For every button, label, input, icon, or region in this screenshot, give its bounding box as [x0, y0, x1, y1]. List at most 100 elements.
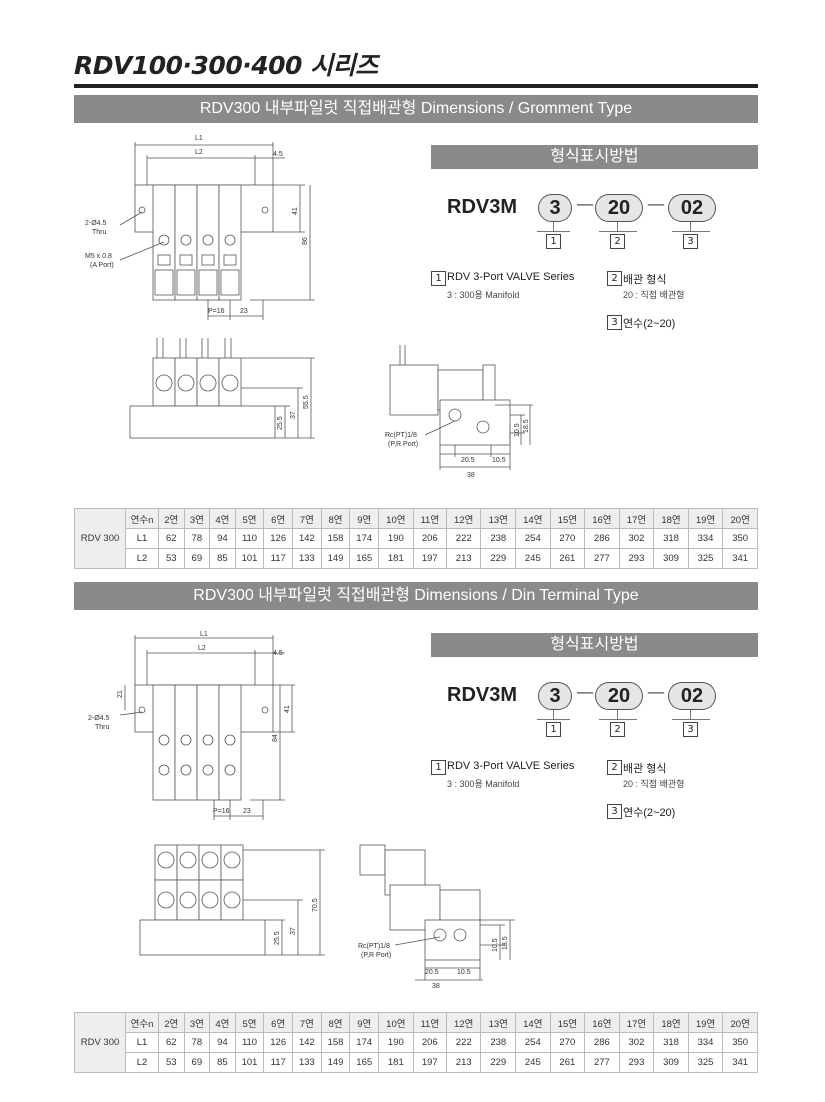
table-cell: 293: [618, 1052, 655, 1073]
dim-4.5: 4.5: [273, 650, 283, 657]
table-cell: 197: [412, 548, 447, 569]
table-col-header: 2연: [158, 508, 185, 529]
table-col-header: 4연: [209, 1012, 236, 1033]
table-cell: 334: [687, 1032, 724, 1053]
desc1-title: RDV 3-Port VALVE Series: [447, 271, 575, 283]
section-banner-din: RDV300 내부파일럿 직접배관형 Dimensions / Din Term…: [74, 582, 758, 610]
table-col-header: 3연: [183, 508, 211, 529]
table-cell: 309: [653, 1052, 689, 1073]
table-col-header: 18연: [653, 508, 689, 529]
desc3-title: 연수(2~20): [623, 318, 676, 330]
code-dash: —: [647, 682, 665, 703]
code-num-3: 3: [683, 722, 698, 737]
dim-L1: L1: [195, 135, 203, 142]
code-header: 형식표시방법: [431, 145, 758, 169]
table-cell: 277: [584, 548, 620, 569]
table-col-header: 10연: [378, 508, 414, 529]
table-col-header: 5연: [234, 508, 265, 529]
table-cell: 245: [515, 1052, 551, 1073]
code-num-1: 1: [546, 234, 561, 249]
desc-num-3: 3: [607, 804, 622, 819]
code-pill-3: 02: [668, 682, 716, 710]
title-rule: [74, 84, 758, 88]
page-title: RDV100·300·400 시리즈: [74, 51, 378, 80]
dim-hole: 2-Ø4.5: [88, 715, 110, 722]
code-num-3: 3: [683, 234, 698, 249]
dim-86: 86: [302, 237, 309, 245]
dim-10.5-v: 10.5: [492, 938, 499, 952]
table-col-header: 14연: [515, 508, 551, 529]
table-row-label: L2: [125, 1052, 159, 1073]
dim-84: 84: [272, 734, 279, 742]
section-banner-gromment: RDV300 내부파일럿 직접배관형 Dimensions / Gromment…: [74, 95, 758, 123]
table-cell: 94: [209, 528, 236, 549]
table-col-header: 9연: [349, 508, 380, 529]
table-col-header: 12연: [445, 508, 482, 529]
dim-38: 38: [467, 472, 475, 479]
din-side-view-drawing: Rc(PT)1/8 (P,R Port) 20.5 10.5 38 10.5 1…: [358, 844, 515, 990]
table-col-header: 13연: [480, 508, 517, 529]
desc3-title: 연수(2~20): [623, 807, 676, 819]
code-pill-2: 20: [595, 682, 643, 710]
table-cell: 190: [378, 1032, 414, 1053]
table-header-label: 연수n: [125, 508, 159, 529]
table-col-header: 17연: [618, 508, 655, 529]
table-col-header: 19연: [687, 1012, 724, 1033]
code-pill-2: 20: [595, 194, 643, 222]
table-cell: 181: [378, 1052, 414, 1073]
dim-p16: P=16: [213, 808, 230, 815]
desc-num-2: 2: [607, 271, 622, 286]
table-cell: 149: [320, 1052, 351, 1073]
dim-p16: P=16: [208, 308, 225, 315]
table-cell: 229: [480, 548, 517, 569]
table-col-header: 11연: [412, 1012, 447, 1033]
table-cell: 181: [378, 548, 414, 569]
dim-41: 41: [292, 207, 299, 215]
model-code: RDV3M: [447, 684, 518, 706]
dim-L2: L2: [195, 149, 203, 156]
table-cell: 318: [653, 1032, 689, 1053]
table-cell: 69: [183, 548, 211, 569]
table-cell: 213: [445, 548, 482, 569]
table-cell: 110: [234, 528, 265, 549]
table-cell: 222: [445, 528, 482, 549]
table-col-header: 6연: [263, 508, 294, 529]
table-row-label: L1: [125, 1032, 159, 1053]
table-cell: 350: [722, 528, 758, 549]
table-col-header: 6연: [263, 1012, 294, 1033]
table-col-header: 3연: [183, 1012, 211, 1033]
table-col-header: 9연: [349, 1012, 380, 1033]
table-cell: 78: [183, 1032, 211, 1053]
dim-pr: (P,R Port): [388, 441, 418, 448]
table-cell: 117: [263, 1052, 294, 1073]
table-col-header: 16연: [584, 508, 620, 529]
table-col-header: 2연: [158, 1012, 185, 1033]
dim-25.5: 25.5: [277, 416, 284, 430]
code-pill-1: 3: [538, 194, 572, 222]
desc-num-2: 2: [607, 760, 622, 775]
dim-m5: M5 x 0.8: [85, 253, 112, 260]
code-header: 형식표시방법: [431, 633, 758, 657]
code-num-1: 1: [546, 722, 561, 737]
table-cell: 117: [263, 548, 294, 569]
table-col-header: 8연: [320, 508, 351, 529]
table-cell: 101: [234, 1052, 265, 1073]
table-cell: 302: [618, 1032, 655, 1053]
table-cell: 133: [292, 1052, 322, 1073]
table-cell: 286: [584, 528, 620, 549]
table-cell: 261: [549, 548, 586, 569]
table-cell: 133: [292, 548, 322, 569]
table-model-cell: RDV 300: [74, 1012, 126, 1073]
dim-10.5-v: 10.5: [514, 423, 521, 437]
table-cell: 206: [412, 1032, 447, 1053]
table-cell: 78: [183, 528, 211, 549]
desc2-title: 배관 형식: [623, 763, 667, 775]
table-cell: 69: [183, 1052, 211, 1073]
table-cell: 126: [263, 528, 294, 549]
code-dash: —: [576, 682, 594, 703]
table-cell: 213: [445, 1052, 482, 1073]
